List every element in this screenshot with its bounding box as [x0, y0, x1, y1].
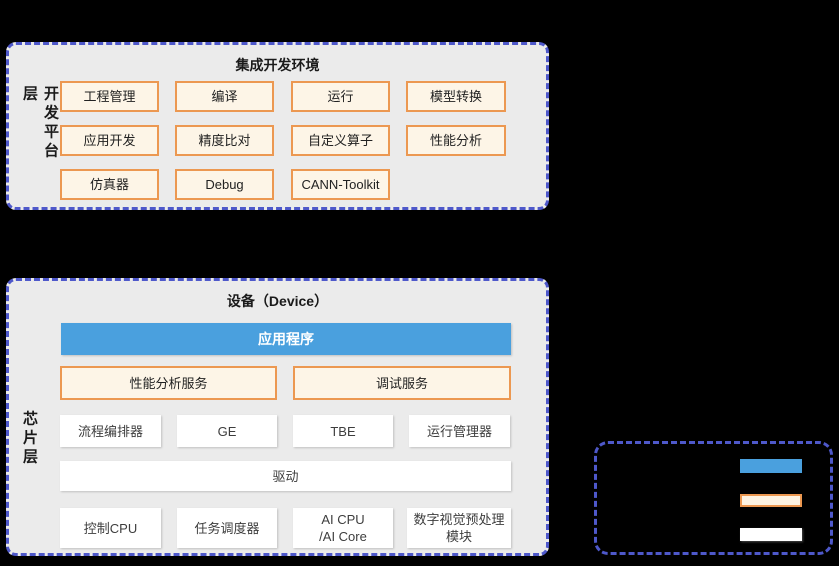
service-debug: 调试服务 — [293, 366, 511, 400]
driver-bar: 驱动 — [60, 461, 511, 491]
module-runtime-manager: 运行管理器 — [409, 415, 510, 447]
dev-item-model-conversion: 模型转换 — [406, 81, 506, 112]
module-tbe: TBE — [293, 415, 393, 447]
legend-white-swatch — [740, 528, 802, 541]
dev-item-run: 运行 — [291, 81, 390, 112]
module-flow-orchestrator: 流程编排器 — [60, 415, 161, 447]
module-digital-vision-preprocessing: 数字视觉预处理 模块 — [407, 508, 511, 548]
dev-item-cann-toolkit: CANN-Toolkit — [291, 169, 390, 200]
module-task-scheduler: 任务调度器 — [177, 508, 277, 548]
legend-box — [594, 441, 833, 555]
dev-item-performance-analysis: 性能分析 — [406, 125, 506, 156]
dev-item-precision-comparison: 精度比对 — [175, 125, 274, 156]
chip-layer-panel: 芯片层 设备（Device） 应用程序 性能分析服务 调试服务 流程编排器 GE… — [6, 278, 549, 556]
chip-layer-label: 芯片层 — [21, 410, 38, 468]
dev-item-compile: 编译 — [175, 81, 274, 112]
legend-blue-swatch — [740, 459, 802, 473]
dev-item-project-management: 工程管理 — [60, 81, 159, 112]
dev-item-custom-operator: 自定义算子 — [291, 125, 390, 156]
device-title: 设备（Device） — [226, 293, 329, 309]
dev-item-app-development: 应用开发 — [60, 125, 159, 156]
dev-item-simulator: 仿真器 — [60, 169, 159, 200]
dev-item-debug: Debug — [175, 169, 274, 200]
module-ai-cpu-ai-core: AI CPU /AI Core — [293, 508, 393, 548]
module-ge: GE — [177, 415, 277, 447]
dev-platform-title: 集成开发环境 — [235, 57, 320, 73]
service-performance-analysis: 性能分析服务 — [60, 366, 277, 400]
application-bar: 应用程序 — [61, 323, 511, 355]
legend-cream-swatch — [740, 494, 802, 507]
dev-platform-layer-label: 开发平台层 — [21, 85, 59, 162]
dev-platform-panel: 开发平台层 集成开发环境 工程管理 编译 运行 模型转换 应用开发 精度比对 自… — [6, 42, 549, 210]
module-control-cpu: 控制CPU — [60, 508, 161, 548]
